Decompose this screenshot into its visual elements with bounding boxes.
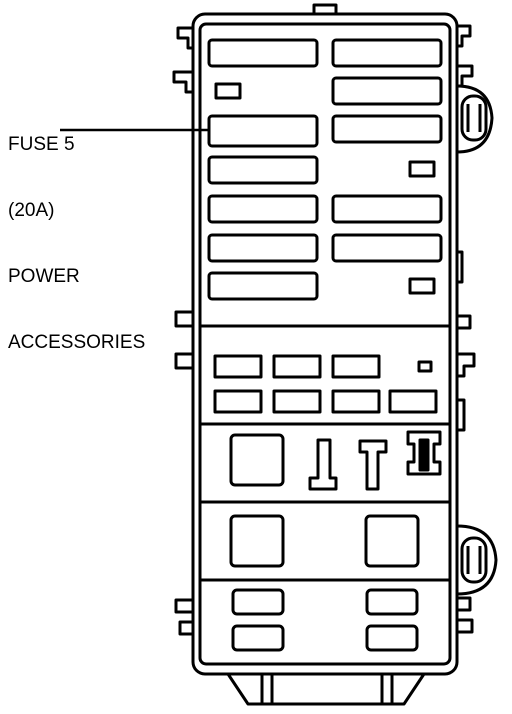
callout-line-1: FUSE 5 xyxy=(8,134,75,155)
callout-line-3: POWER xyxy=(8,266,80,287)
fuse-slots-right-column xyxy=(331,38,443,263)
bottom-bracket xyxy=(226,673,426,706)
fuse-slot xyxy=(207,155,319,185)
fuse-panel-outer-housing xyxy=(191,12,459,676)
fuse-5-callout-label: FUSE 5 (20A) POWER ACCESSORIES xyxy=(8,90,145,376)
upper-right-connector xyxy=(456,84,494,154)
fuse-slot xyxy=(331,38,443,68)
mini-fuse-row-1 xyxy=(213,354,381,379)
fuse-slot xyxy=(207,271,319,301)
fuse-slot xyxy=(207,233,319,263)
fuse-slot xyxy=(331,194,443,224)
fuse-slot xyxy=(331,114,443,144)
fuse-panel-inner-border xyxy=(198,22,452,666)
fuse-slot xyxy=(207,38,319,68)
small-fuse-slots xyxy=(214,82,436,373)
fuse-slots-left-column xyxy=(207,38,319,301)
lower-relay-sockets xyxy=(229,514,420,568)
fuse-slot xyxy=(207,194,319,224)
bottom-fuse-slots xyxy=(231,588,419,652)
right-mounting-clips xyxy=(457,24,476,634)
diode-socket xyxy=(358,439,388,491)
diode-socket xyxy=(308,438,338,491)
callout-line-2: (20A) xyxy=(8,200,55,221)
mini-fuse-row-2 xyxy=(213,389,438,414)
left-mounting-clips xyxy=(172,26,193,636)
fuse-slot xyxy=(331,233,443,263)
diode-socket xyxy=(406,430,442,476)
lower-right-connector xyxy=(456,524,498,596)
relay-socket xyxy=(229,433,285,487)
fuse-slot xyxy=(331,76,443,106)
callout-line-4: ACCESSORIES xyxy=(8,332,146,353)
relay-section xyxy=(229,430,442,491)
